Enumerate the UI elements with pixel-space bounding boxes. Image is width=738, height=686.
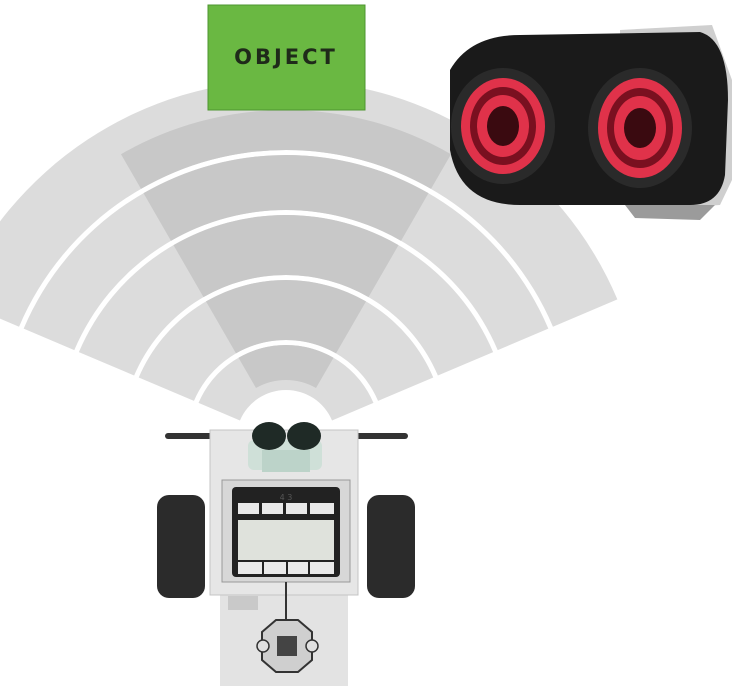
sensor-right-eye xyxy=(588,68,692,188)
caster-left-knob xyxy=(257,640,269,652)
robot-right-wheel xyxy=(367,495,415,598)
robot-port-plate xyxy=(228,596,258,610)
brick-port-label: 4 3 xyxy=(280,493,293,502)
brick-bottom-buttons xyxy=(238,562,334,574)
wave-cone-band xyxy=(206,280,366,353)
robot-sensor-eye-left xyxy=(252,422,286,450)
caster-center xyxy=(277,636,297,656)
sensor-left-eye xyxy=(451,68,555,184)
robot-left-wheel xyxy=(157,495,205,598)
object-label: OBJECT xyxy=(234,45,338,69)
robot-sensor-base xyxy=(262,450,310,472)
object-box: OBJECT xyxy=(208,5,365,110)
robot-sensor-eye-right xyxy=(287,422,321,450)
brick-screen xyxy=(238,520,334,560)
ultrasonic-sensor-photo xyxy=(450,25,732,220)
robot: 4 3 xyxy=(157,422,415,686)
caster-right-knob xyxy=(306,640,318,652)
sensor-connector xyxy=(625,205,715,220)
brick-top-ports xyxy=(238,503,334,514)
